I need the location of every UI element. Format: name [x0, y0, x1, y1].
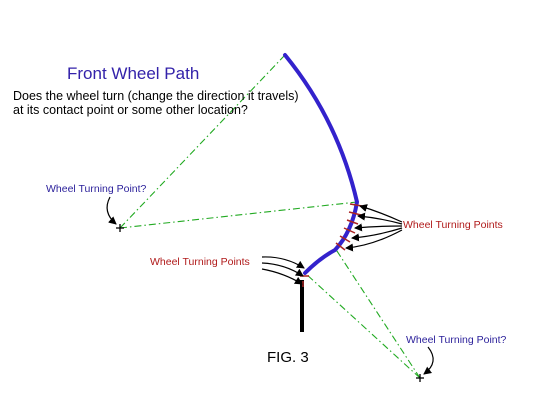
- arrow-right-1: [359, 204, 403, 223]
- construction-lines: [119, 54, 421, 379]
- arrow-left-red-2: [261, 262, 304, 277]
- radius-line-bottom-2: [334, 247, 421, 379]
- label-turning-points-right: Wheel Turning Points: [403, 219, 503, 231]
- label-turning-points-left: Wheel Turning Points: [150, 256, 250, 268]
- arrow-right-5: [345, 229, 403, 252]
- arrow-right-3: [354, 223, 403, 232]
- pointer-arrows: [106, 196, 434, 375]
- question-line-1: Does the wheel turn (change the directio…: [13, 89, 299, 103]
- arrow-left-label: [106, 196, 117, 225]
- arrow-bottom-label: [423, 346, 434, 375]
- diagram-title: Front Wheel Path: [67, 64, 200, 83]
- arrow-left-red-3: [261, 268, 303, 285]
- turning-point-marker-left: [116, 224, 124, 232]
- question-line-2: at its contact point or some other locat…: [13, 103, 248, 117]
- label-turning-point-left: Wheel Turning Point?: [46, 183, 147, 195]
- label-turning-point-bottom: Wheel Turning Point?: [406, 334, 507, 346]
- radius-line-mid: [119, 201, 358, 229]
- turning-point-marker-bottom: [416, 374, 424, 382]
- arrow-right-2: [357, 212, 403, 225]
- figure-label: FIG. 3: [267, 349, 309, 366]
- radius-line-top: [119, 54, 286, 229]
- radius-line-bottom-1: [304, 272, 421, 379]
- arrow-left-red-1: [261, 256, 305, 269]
- arrow-right-4: [351, 227, 403, 242]
